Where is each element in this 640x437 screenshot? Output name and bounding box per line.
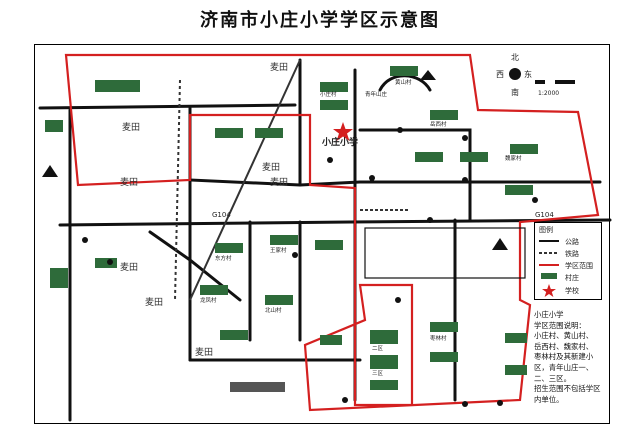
legend-rail-label: 铁路 bbox=[565, 249, 579, 258]
mountain-icon bbox=[492, 238, 508, 250]
legend-school-label: 学校 bbox=[565, 286, 579, 295]
district-note: 小庄小学 学区范围说明： 小庄村、黄山村、 岳西村、魏家村、 枣林村及其新建小 … bbox=[534, 310, 606, 405]
scale-label: 1:2000 bbox=[538, 90, 559, 97]
legend-boundary-label: 学区范围 bbox=[565, 261, 593, 270]
note-line: 二、三区。 bbox=[534, 373, 571, 383]
field-labels: 麦田 麦田 麦田 麦田 麦田 麦田 麦田 麦田 bbox=[120, 61, 288, 358]
field-label: 麦田 bbox=[145, 296, 163, 308]
mountain-icons bbox=[42, 70, 508, 250]
field-label: 麦田 bbox=[262, 161, 280, 173]
field-label: 麦田 bbox=[270, 61, 288, 73]
field-label: 麦田 bbox=[120, 176, 138, 188]
note-line: 小庄小学 bbox=[534, 310, 564, 319]
location-dots bbox=[82, 127, 538, 407]
compass-north: 北 bbox=[511, 53, 519, 62]
village-buildings bbox=[45, 66, 538, 390]
legend-title: 图例 bbox=[539, 225, 553, 234]
map-title: 济南市小庄小学学区示意图 bbox=[200, 10, 440, 31]
school-label: 小庄小学 bbox=[321, 136, 358, 148]
railway-yard bbox=[230, 382, 285, 392]
mountain-icon bbox=[42, 165, 58, 177]
note-line: 枣林村及其新建小 bbox=[534, 352, 594, 362]
field-label: 麦田 bbox=[120, 261, 138, 273]
road-label-g104-east: G104 bbox=[535, 211, 554, 219]
legend: 图例 公路 铁路 学区范围 村庄 学校 bbox=[534, 222, 602, 300]
note-line: 小庄村、黄山村、 bbox=[534, 331, 594, 341]
road-east-inner bbox=[358, 128, 472, 222]
legend-school-icon bbox=[542, 284, 556, 297]
field-label: 麦田 bbox=[270, 176, 288, 188]
road-north bbox=[38, 103, 297, 110]
compass-east: 东 bbox=[524, 69, 532, 79]
field-label: 麦田 bbox=[195, 346, 213, 358]
legend-road-label: 公路 bbox=[565, 237, 579, 246]
note-line: 学区范围说明： bbox=[534, 320, 586, 330]
note-line: 招生范围不包括学区 bbox=[534, 384, 601, 394]
road-label-g104: G104 bbox=[212, 211, 231, 219]
mountain-icon bbox=[420, 70, 436, 80]
note-line: 区，青年山庄一、 bbox=[534, 362, 594, 372]
note-line: 岳西村、魏家村、 bbox=[534, 341, 594, 351]
facility-block bbox=[364, 227, 526, 279]
field-label: 麦田 bbox=[122, 121, 140, 133]
compass-west: 西 bbox=[496, 70, 504, 79]
compass-rose: 北 南 西 东 bbox=[496, 53, 532, 97]
compass-south: 南 bbox=[511, 87, 519, 97]
note-line: 内单位。 bbox=[534, 394, 564, 404]
school-star-icon bbox=[333, 122, 353, 141]
legend-village-swatch bbox=[541, 273, 557, 279]
legend-village-label: 村庄 bbox=[565, 273, 579, 282]
railway bbox=[174, 59, 410, 301]
scale-bar: 1:2000 bbox=[535, 80, 575, 97]
school-district-boundary bbox=[64, 53, 600, 412]
